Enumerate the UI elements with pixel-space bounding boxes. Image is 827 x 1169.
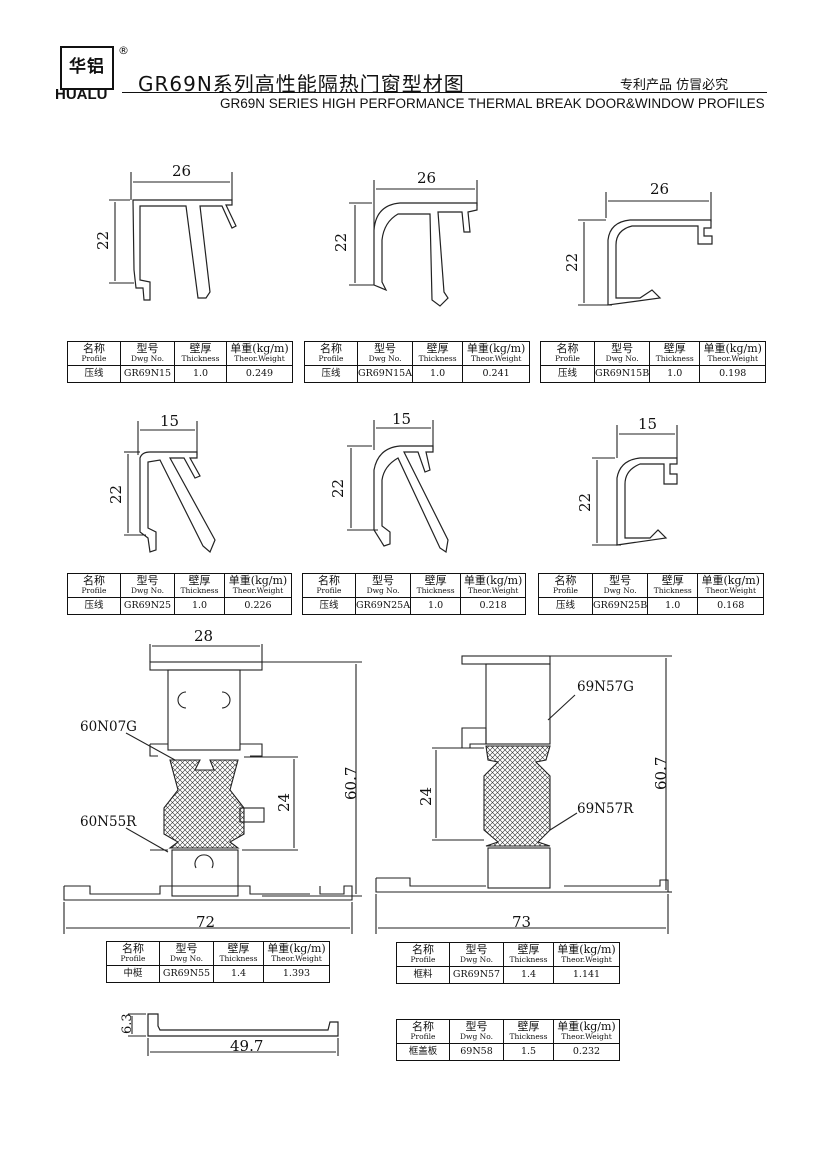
dim-gr69n57-width: 73 <box>512 913 531 931</box>
dim-69n58-width: 49.7 <box>230 1037 263 1055</box>
profile-drawing-gr69n25b <box>592 425 678 546</box>
callout-69n57g: 69N57G <box>577 679 634 695</box>
callout-60n55r: 60N55R <box>80 814 137 830</box>
dim-gr69n55-height: 60.7 <box>342 767 360 800</box>
profile-drawing-69n58 <box>128 1013 339 1056</box>
registered-mark: ® <box>118 44 129 57</box>
dim-gr69n57-height: 60.7 <box>652 757 670 790</box>
dim-gr69n15-height: 22 <box>94 231 112 250</box>
dim-gr69n55-gap: 24 <box>275 793 293 812</box>
dim-gr69n25a-height: 22 <box>329 479 347 498</box>
dim-gr69n15a-width: 26 <box>417 169 436 187</box>
callout-60n07g: 60N07G <box>80 719 137 735</box>
page-title-english: GR69N SERIES HIGH PERFORMANCE THERMAL BR… <box>220 96 765 111</box>
dim-gr69n15a-height: 22 <box>332 233 350 252</box>
profile-drawing-gr69n55 <box>63 644 362 934</box>
logo-english: HUALU <box>55 86 108 103</box>
profile-drawing-gr69n15b <box>578 192 713 306</box>
dim-gr69n25b-width: 15 <box>638 415 657 433</box>
dim-gr69n55-top: 28 <box>194 627 213 645</box>
dim-gr69n25-width: 15 <box>160 412 179 430</box>
dim-gr69n25a-width: 15 <box>392 410 411 428</box>
callout-69n57r: 69N57R <box>577 801 634 817</box>
dim-gr69n15b-width: 26 <box>650 180 669 198</box>
profile-drawing-gr69n57 <box>375 655 672 934</box>
dim-gr69n25b-height: 22 <box>576 493 594 512</box>
patent-notice: 专利产品 仿冒必究 <box>620 78 729 93</box>
dim-gr69n25-height: 22 <box>107 485 125 504</box>
dim-gr69n15b-height: 22 <box>563 253 581 272</box>
dim-69n58-height: 6.3 <box>120 1013 135 1034</box>
profile-drawing-gr69n15a <box>349 180 478 307</box>
dim-gr69n15-width: 26 <box>172 162 191 180</box>
logo-mark <box>60 46 114 90</box>
dim-gr69n57-gap: 24 <box>417 787 435 806</box>
logo-chinese: 华铝 <box>69 57 105 77</box>
header-rule <box>122 92 767 93</box>
profile-drawing-gr69n15 <box>109 172 237 301</box>
profile-drawing-gr69n25 <box>124 421 216 553</box>
dim-gr69n55-width: 72 <box>196 913 215 931</box>
profile-drawing-gr69n25a <box>347 420 449 554</box>
